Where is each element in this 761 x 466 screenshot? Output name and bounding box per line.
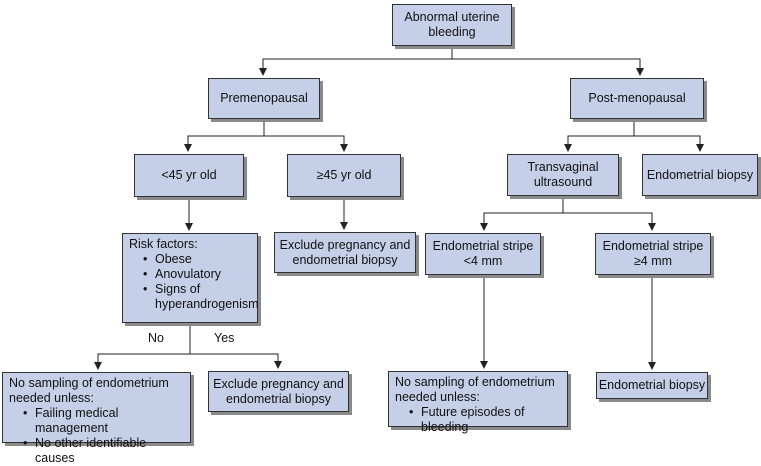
node-endometrial-biopsy-bottom: Endometrial biopsy	[596, 372, 708, 399]
risk-factors-list: Obese Anovulatory Signs of	[129, 252, 251, 297]
node-line: Endometrial biopsy	[598, 378, 706, 392]
node-line: Transvaginal	[527, 160, 599, 174]
edge-label-yes: Yes	[214, 331, 235, 345]
node-no-sampling-right: No sampling of endometrium needed unless…	[388, 371, 568, 434]
node-line: Abnormal uterine	[404, 10, 500, 24]
no-sampling-item: Failing medical management	[23, 406, 184, 436]
node-endometrial-stripe-ge4: Endometrial stripe ≥4 mm	[595, 233, 711, 275]
node-line: Post-menopausal	[588, 91, 686, 105]
node-transvaginal-ultrasound: Transvaginal ultrasound	[507, 154, 619, 196]
no-sampling-line: needed unless:	[395, 390, 480, 404]
edge-label-no: No	[148, 331, 164, 345]
connector-lines	[94, 46, 704, 370]
node-line: Premenopausal	[220, 91, 308, 105]
node-line: bleeding	[428, 25, 476, 39]
risk-factor-item-continuation: hyperandrogenism	[155, 297, 259, 311]
no-sampling-list: Failing medical management No other iden…	[9, 406, 184, 466]
node-line: Endometrial biopsy	[646, 167, 754, 182]
risk-factor-item: Obese	[143, 252, 251, 267]
no-sampling-line: No sampling of endometrium	[9, 376, 169, 390]
node-exclude-pregnancy-over45: Exclude pregnancy and endometrial biopsy	[274, 232, 416, 273]
node-line: Endometrial stripe	[432, 239, 534, 253]
node-premenopausal: Premenopausal	[208, 78, 320, 119]
risk-factors-title: Risk factors:	[129, 237, 198, 251]
node-exclude-pregnancy-yes: Exclude pregnancy and endometrial biopsy	[208, 371, 349, 412]
no-sampling-list: Future episodes of bleeding	[395, 405, 561, 435]
node-line: Exclude pregnancy and	[279, 237, 411, 252]
node-risk-factors: Risk factors: Obese Anovulatory Signs of…	[122, 233, 259, 323]
node-line: Exclude pregnancy and	[213, 376, 344, 391]
no-sampling-line: needed unless:	[9, 391, 94, 405]
node-endometrial-stripe-lt4: Endometrial stripe <4 mm	[425, 233, 541, 275]
node-line: Endometrial stripe	[602, 239, 704, 253]
node-line: endometrial biopsy	[292, 252, 398, 267]
node-line: <4 mm	[463, 254, 503, 268]
node-under-45: <45 yr old	[134, 154, 244, 197]
node-endometrial-biopsy-top: Endometrial biopsy	[642, 154, 758, 196]
node-line: <45 yr old	[161, 168, 217, 182]
risk-factor-item: Signs of	[143, 282, 251, 297]
no-sampling-item: Future episodes of bleeding	[409, 405, 561, 435]
no-sampling-item: No other identifiable causes	[23, 436, 184, 466]
node-line: ≥45 yr old	[316, 168, 372, 182]
node-no-sampling-left: No sampling of endometrium needed unless…	[2, 372, 191, 465]
risk-factor-item: Anovulatory	[143, 267, 251, 282]
node-over-45: ≥45 yr old	[287, 154, 401, 197]
node-abnormal-uterine-bleeding: Abnormal uterine bleeding	[392, 4, 512, 46]
node-line: ultrasound	[533, 175, 593, 189]
node-line: ≥4 mm	[633, 254, 673, 268]
node-line: endometrial biopsy	[226, 391, 331, 406]
no-sampling-line: No sampling of endometrium	[395, 375, 555, 389]
node-postmenopausal: Post-menopausal	[570, 78, 704, 119]
